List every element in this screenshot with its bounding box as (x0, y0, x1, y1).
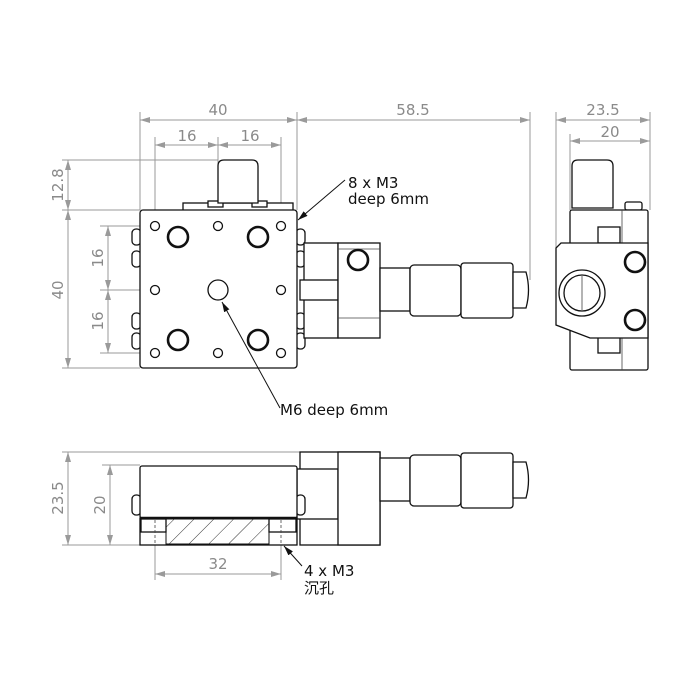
top-view: 40 58.5 16 16 12.8 40 16 16 (49, 101, 531, 419)
dim-16-left-label: 16 (177, 127, 196, 145)
end-view: 23.5 20 (555, 101, 651, 371)
counterbore-holes (166, 225, 270, 352)
micrometer-clamp (337, 242, 381, 339)
m3-note-line2: deep 6mm (348, 190, 429, 208)
m6-note: M6 deep 6mm (280, 401, 388, 419)
front-view: 23.5 20 32 4 x M3 沉孔 (49, 451, 530, 597)
dim-16-lower-label: 16 (89, 311, 107, 330)
dim-knob-label: 12.8 (49, 168, 67, 201)
front-dim-overall-label: 23.5 (49, 481, 67, 514)
front-dim-spacing-label: 32 (208, 555, 227, 573)
dim-height-label: 40 (49, 280, 67, 299)
dim-travel-label: 58.5 (396, 101, 429, 119)
m3-note-line1: 8 x M3 (348, 174, 398, 192)
dim-16-right-label: 16 (240, 127, 259, 145)
front-body (139, 465, 298, 519)
dim-width-label: 40 (208, 101, 227, 119)
side-rollers (131, 228, 306, 350)
micrometer (379, 262, 530, 319)
front-micrometer (379, 452, 530, 509)
front-note-line1: 4 x M3 (304, 562, 354, 580)
lock-knob (217, 159, 259, 204)
end-dim-body-label: 20 (600, 123, 619, 141)
m6-hole (207, 279, 229, 301)
end-dim-overall-label: 23.5 (586, 101, 619, 119)
front-note-line2: 沉孔 (304, 579, 334, 597)
dim-16-upper-label: 16 (89, 248, 107, 267)
section-hatch (165, 518, 270, 545)
front-dim-body-label: 20 (91, 495, 109, 514)
m3-holes (149, 220, 287, 359)
